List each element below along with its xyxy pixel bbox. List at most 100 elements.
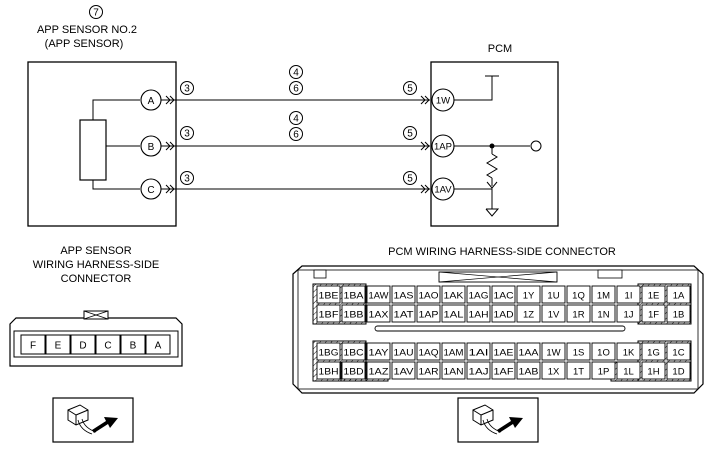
pcm-terminal-cell [316, 304, 341, 323]
pcm-terminal-label: 1BD [344, 367, 364, 378]
sensor-lead-a [92, 99, 140, 120]
pcm-terminal-cell [341, 342, 366, 361]
pcm-terminal-label: 1R [572, 310, 584, 321]
pcm-terminal-label: 1AH [469, 310, 489, 321]
pcm-terminal-label: 1Z [523, 310, 534, 321]
pcm-terminal-cell [491, 361, 516, 380]
pcm-terminal-cell [491, 304, 516, 323]
pcm-terminal-cell [566, 342, 591, 361]
svg-text:A: A [155, 341, 162, 352]
pcm-terminal-cell [666, 285, 691, 304]
pcm-terminal-label: 1AI [469, 348, 489, 359]
sensor-pin-b-label: B [148, 142, 155, 153]
svg-text:4: 4 [293, 68, 299, 79]
pcm-terminal-cell [666, 304, 691, 323]
sensor-subtitle: (APP SENSOR) [45, 38, 124, 50]
svg-text:4: 4 [293, 114, 299, 125]
pcm-terminal-label: 1B [673, 310, 685, 321]
sensor-lead-c [92, 180, 140, 190]
pcm-terminal-cell [541, 285, 566, 304]
pcm-terminal-label: 1G [647, 348, 660, 359]
pcm-terminal-cell [391, 285, 416, 304]
app-connector-title-2: WIRING HARNESS-SIDE [33, 259, 160, 271]
pcm-terminal-label: 1W [546, 348, 560, 359]
pcm-terminal-cell [316, 361, 341, 380]
pcm-terminal-cell [566, 285, 591, 304]
pcm-terminal-label: 1N [597, 310, 609, 321]
title-number-circle [89, 5, 103, 19]
pcm-terminal-cell [441, 342, 466, 361]
pcm-terminal-cell [516, 304, 541, 323]
pcm-terminal-label: 1D [672, 367, 684, 378]
pcm-terminal-cell [616, 285, 641, 304]
app-connector-view-icon [52, 397, 134, 443]
svg-text:5: 5 [407, 84, 413, 95]
pcm-terminal-label: 1V [548, 310, 560, 321]
pcm-terminal-cell [316, 342, 341, 361]
pcm-pin-1ap-label: 1AP [434, 142, 452, 153]
pcm-terminal-label: 1BG [319, 348, 339, 359]
app-sensor-box [27, 61, 177, 227]
pcm-pin-1w-label: 1W [436, 96, 450, 107]
pcm-terminal-cell [416, 361, 441, 380]
pcm-terminal-label: 1H [647, 367, 659, 378]
pcm-terminal-label: 1AG [469, 291, 489, 302]
pcm-terminal-label: 1L [623, 367, 634, 378]
pcm-terminal-label: 1AB [519, 367, 539, 378]
svg-text:F: F [30, 341, 36, 352]
pcm-terminal-label: 1AO [419, 291, 439, 302]
pcm-connector-chevrons [420, 95, 430, 194]
sensor-connector-chevrons [165, 95, 175, 194]
svg-text:5: 5 [407, 174, 413, 185]
pcm-terminal-cell [491, 285, 516, 304]
pcm-terminal-cell [516, 361, 541, 380]
svg-text:3: 3 [184, 84, 190, 95]
pcm-terminal-cell [516, 342, 541, 361]
pcm-pin-1av-label: 1AV [434, 185, 452, 196]
svg-text:5: 5 [407, 129, 413, 140]
pcm-terminal-cell [366, 361, 391, 380]
pcm-terminal-label: 1AD [494, 310, 514, 321]
pcm-terminal-cell [341, 304, 366, 323]
app-connector-title-3: CONNECTOR [61, 273, 132, 285]
pcm-terminal-label: 1AN [444, 367, 464, 378]
pcm-side-marks: 5 5 5 [403, 81, 417, 185]
pcm-terminal-cell [491, 342, 516, 361]
pcm-terminal-cell [541, 342, 566, 361]
pcm-terminal-label: 1AJ [469, 367, 489, 378]
pcm-terminal-label: 1K [623, 348, 635, 359]
pcm-terminal-cell [416, 304, 441, 323]
pcm-terminal-label: 1AP [419, 310, 439, 321]
pcm-terminal-cell [316, 285, 341, 304]
pcm-terminal-label: 1AQ [419, 348, 439, 359]
pcm-terminal-label: 1AK [444, 291, 465, 302]
pcm-connector-view-icon [457, 397, 539, 443]
svg-text:6: 6 [293, 130, 299, 141]
svg-text:B: B [130, 341, 137, 352]
pcm-terminal-cell [441, 361, 466, 380]
pcm-terminal-cell [391, 342, 416, 361]
pcm-terminal-label: 1BE [319, 291, 339, 302]
svg-text:E: E [55, 341, 62, 352]
pcm-terminal-cell [641, 361, 666, 380]
svg-text:6: 6 [293, 84, 299, 95]
pcm-terminal-cell [366, 342, 391, 361]
pcm-terminal-label: 1AT [394, 310, 414, 321]
pcm-terminal-cell [441, 285, 466, 304]
pcm-terminal-cell [566, 304, 591, 323]
pcm-title: PCM [488, 43, 512, 55]
pcm-terminal-label: 1X [548, 367, 560, 378]
pcm-terminal-label: 1BA [344, 291, 365, 302]
pcm-terminal-cell [616, 304, 641, 323]
pcm-terminal-label: 1A [673, 291, 685, 302]
pcm-terminal-label: 1AY [369, 348, 390, 359]
pcm-terminal-label: 1Q [572, 291, 585, 302]
pcm-terminal-cell [466, 361, 491, 380]
pcm-terminal-cell [466, 285, 491, 304]
pcm-terminal-label: 1BB [344, 310, 364, 321]
pcm-terminal-label: 1AM [444, 348, 464, 359]
app-connector-body [9, 310, 183, 367]
pcm-terminal-cell [416, 342, 441, 361]
